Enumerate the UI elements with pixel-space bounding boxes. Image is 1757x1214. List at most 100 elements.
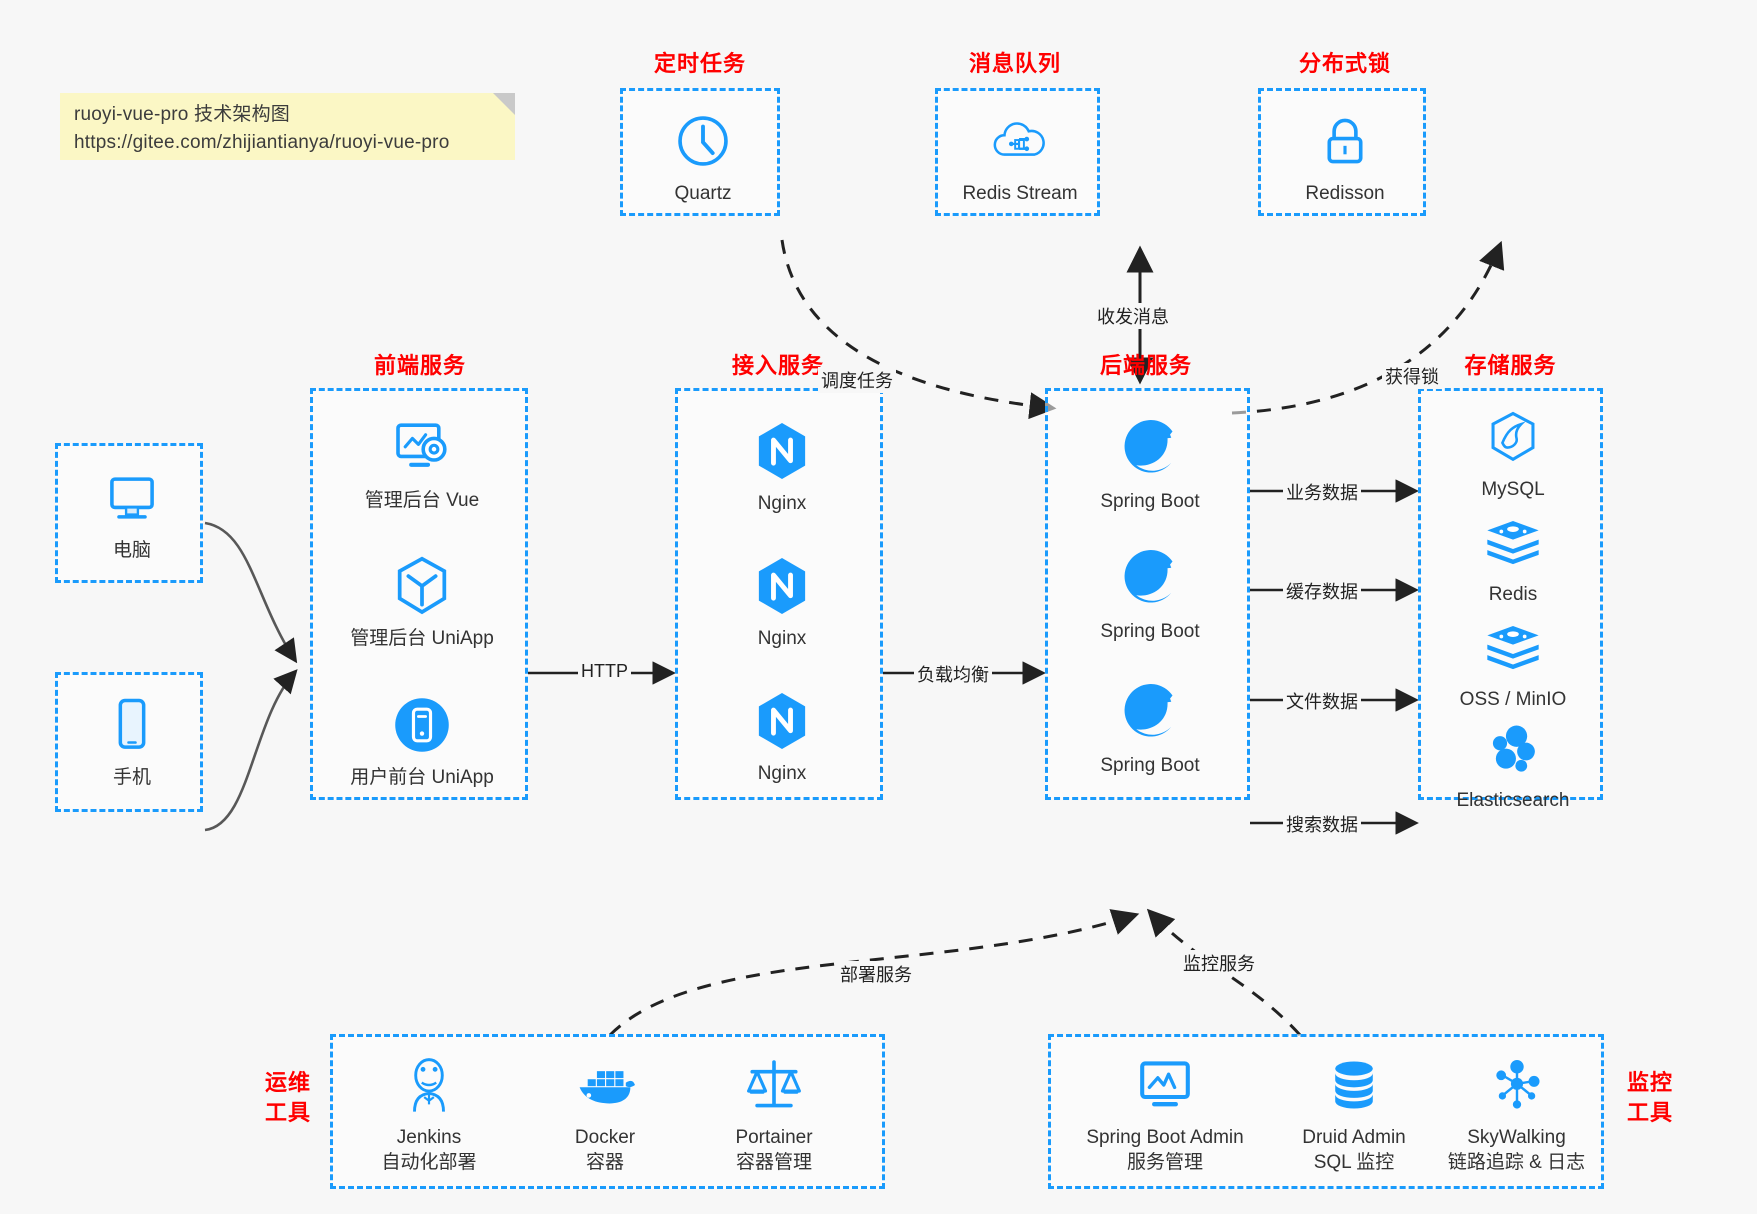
edge-label-monitor-service: 监控服务 <box>1180 950 1258 976</box>
node-label: Spring Boot <box>1100 755 1200 776</box>
node-phone[interactable]: 手机 <box>52 693 212 790</box>
note-title: ruoyi-vue-pro 技术架构图 <box>74 104 291 125</box>
node-nginx-1[interactable]: Nginx <box>702 419 862 516</box>
node-skywalking[interactable]: SkyWalking 链路追踪 & 日志 <box>1429 1053 1604 1175</box>
node-label: 管理后台 Vue <box>364 490 480 511</box>
caption-devops-line1: 运维 <box>264 1070 311 1095</box>
edge-desktop-to-frontend <box>204 521 298 664</box>
caption-message-queue: 消息队列 <box>968 51 1061 76</box>
node-label: Nginx <box>757 628 807 649</box>
edge-monitor-service <box>1146 908 1302 1037</box>
group-client-desktop: 电脑 <box>55 443 203 583</box>
node-label: 电脑 <box>112 540 151 561</box>
node-nginx-2[interactable]: Nginx <box>702 554 862 651</box>
phone-icon <box>52 693 212 757</box>
jenkins-icon <box>349 1053 509 1117</box>
node-spring-boot-2[interactable]: Spring Boot <box>1070 547 1230 644</box>
edge-label-schedule-task: 调度任务 <box>818 367 896 393</box>
node-sublabel: 链路追踪 & 日志 <box>1447 1152 1586 1173</box>
node-portainer[interactable]: Portainer 容器管理 <box>694 1053 854 1175</box>
edge-label-send-recv: 收发消息 <box>1094 303 1172 329</box>
node-admin-uniapp[interactable]: 管理后台 UniApp <box>342 554 502 651</box>
node-sublabel: 自动化部署 <box>381 1152 477 1173</box>
group-storage: MySQL Redis <box>1418 388 1603 811</box>
node-redis-stream[interactable]: Redis Stream <box>940 109 1100 206</box>
dashboard-gear-icon <box>342 416 502 480</box>
redis-icon <box>1433 510 1593 574</box>
node-label: Redisson <box>1305 183 1385 204</box>
nginx-icon <box>702 554 862 618</box>
node-druid-admin[interactable]: Druid Admin SQL 监控 <box>1269 1053 1439 1175</box>
cube-icon <box>342 554 502 618</box>
mysql-icon <box>1433 405 1593 469</box>
node-label: Docker <box>574 1127 636 1148</box>
group-backend: Spring Boot Spring Boot Spring Boot <box>1045 388 1250 800</box>
nginx-icon <box>702 419 862 483</box>
caption-backend: 后端服务 <box>1099 353 1192 378</box>
node-quartz[interactable]: Quartz <box>623 109 783 206</box>
node-oss-minio[interactable]: OSS / MinIO <box>1433 615 1593 712</box>
node-label: Quartz <box>674 183 732 204</box>
node-nginx-3[interactable]: Nginx <box>702 689 862 786</box>
edge-label-search-data: 搜索数据 <box>1283 811 1361 837</box>
node-sublabel: SQL 监控 <box>1313 1152 1395 1173</box>
scales-icon <box>694 1053 854 1117</box>
node-label: Jenkins <box>396 1127 462 1148</box>
cloud-stream-icon <box>940 109 1100 173</box>
spring-boot-icon <box>1070 417 1230 481</box>
group-gateway: Nginx Nginx Nginx <box>675 388 883 800</box>
node-label: Portainer <box>735 1127 813 1148</box>
node-spring-boot-3[interactable]: Spring Boot <box>1070 681 1230 778</box>
edge-label-file-data: 文件数据 <box>1283 688 1361 714</box>
node-docker[interactable]: Docker 容器 <box>525 1053 685 1175</box>
node-label: Elasticsearch <box>1456 790 1570 811</box>
group-monitoring: Spring Boot Admin 服务管理 Druid Admin SQL 监… <box>1048 1034 1604 1189</box>
node-desktop[interactable]: 电脑 <box>52 466 212 563</box>
nginx-icon <box>702 689 862 753</box>
edge-schedule-task <box>780 239 1057 420</box>
node-label: Redis Stream <box>962 183 1078 204</box>
node-admin-vue[interactable]: 管理后台 Vue <box>342 416 502 513</box>
node-user-uniapp[interactable]: 用户前台 UniApp <box>342 693 502 790</box>
node-spring-boot-1[interactable]: Spring Boot <box>1070 417 1230 514</box>
edge-phone-to-frontend <box>204 669 298 832</box>
edge-label-http: HTTP <box>578 661 631 682</box>
node-label: Spring Boot <box>1100 491 1200 512</box>
mobile-app-icon <box>342 693 502 757</box>
note-url: https://gitee.com/zhijiantianya/ruoyi-vu… <box>74 132 450 153</box>
caption-monitoring-line2: 工具 <box>1626 1100 1673 1125</box>
caption-distributed-lock: 分布式锁 <box>1298 51 1391 76</box>
node-redis[interactable]: Redis <box>1433 510 1593 607</box>
node-spring-boot-admin[interactable]: Spring Boot Admin 服务管理 <box>1065 1053 1265 1175</box>
node-label: Druid Admin <box>1302 1127 1406 1148</box>
node-sublabel: 容器管理 <box>735 1152 812 1173</box>
caption-monitoring-line1: 监控 <box>1626 1070 1673 1095</box>
caption-gateway: 接入服务 <box>731 353 824 378</box>
group-devops: Jenkins 自动化部署 Docker 容器 <box>330 1034 885 1189</box>
lock-icon <box>1265 109 1425 173</box>
node-sublabel: 容器 <box>585 1152 624 1173</box>
node-mysql[interactable]: MySQL <box>1433 405 1593 502</box>
group-frontend: 管理后台 Vue 管理后台 UniApp 用户前台 UniApp <box>310 388 528 800</box>
node-label: Redis <box>1488 584 1538 605</box>
docker-icon <box>525 1053 685 1117</box>
node-label: MySQL <box>1481 479 1545 500</box>
node-redisson[interactable]: Redisson <box>1265 109 1425 206</box>
node-jenkins[interactable]: Jenkins 自动化部署 <box>349 1053 509 1175</box>
redis-icon <box>1433 615 1593 679</box>
caption-storage: 存储服务 <box>1464 353 1557 378</box>
title-note: ruoyi-vue-pro 技术架构图 https://gitee.com/zh… <box>60 93 515 160</box>
group-client-phone: 手机 <box>55 672 203 812</box>
caption-devops-line2: 工具 <box>264 1100 311 1125</box>
caption-monitoring: 监控 工具 <box>1620 1068 1680 1128</box>
group-scheduler: Quartz <box>620 88 780 216</box>
caption-frontend: 前端服务 <box>373 353 466 378</box>
node-elasticsearch[interactable]: Elasticsearch <box>1433 716 1593 813</box>
edge-label-acquire-lock: 获得锁 <box>1382 363 1442 389</box>
node-label: Spring Boot <box>1100 621 1200 642</box>
node-label: Spring Boot Admin <box>1086 1127 1244 1148</box>
edge-label-deploy-service: 部署服务 <box>837 961 915 987</box>
caption-devops: 运维 工具 <box>258 1068 318 1128</box>
node-label: 手机 <box>112 767 151 788</box>
